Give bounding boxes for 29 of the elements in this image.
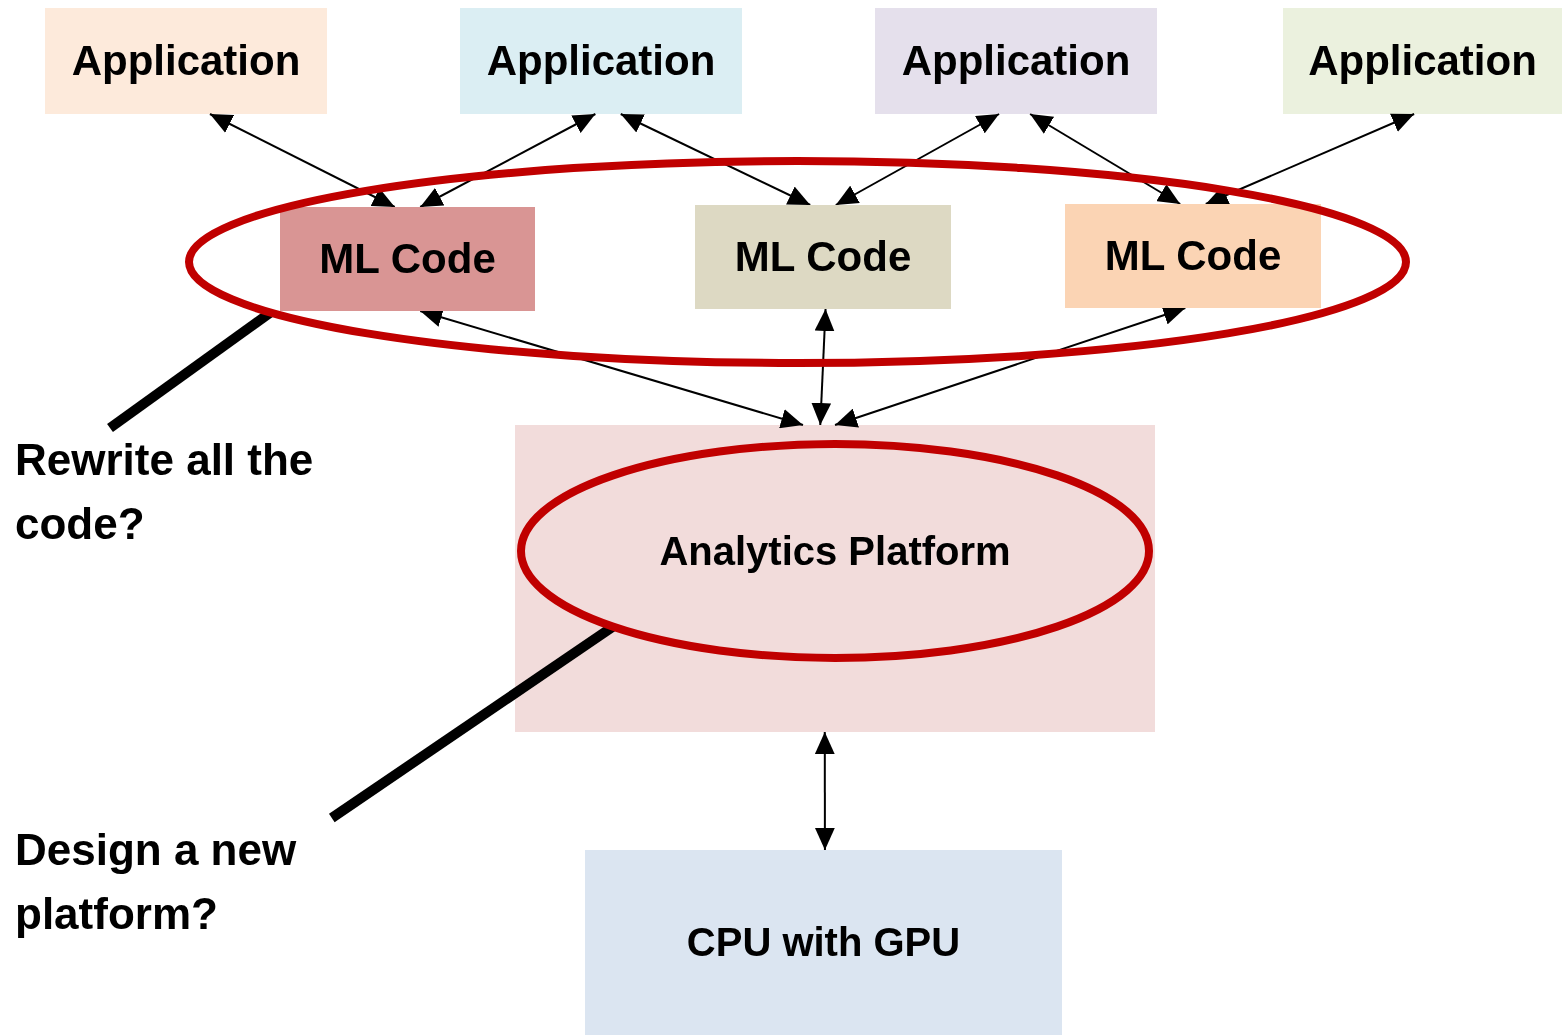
box-label: CPU with GPU (686, 920, 961, 965)
code-box (695, 205, 951, 309)
double-arrow (1029, 113, 1182, 205)
double-arrow (619, 113, 812, 206)
application-box (45, 8, 327, 114)
hardware-box (585, 850, 1062, 1035)
code-box (1065, 204, 1321, 308)
box-label: Application (71, 37, 301, 85)
question-text: Design a new platform? (15, 818, 375, 938)
double-arrow (834, 113, 1001, 206)
box-label: ML Code (734, 233, 912, 281)
double-arrow (1204, 113, 1416, 205)
code-box (280, 207, 535, 311)
box-label: Application (1308, 37, 1537, 85)
double-arrow (814, 731, 835, 851)
box-label: ML Code (319, 235, 496, 283)
double-arrow (208, 113, 396, 208)
box-label: Application (901, 37, 1131, 85)
box-label: ML Code (1104, 232, 1282, 280)
application-box (875, 8, 1157, 114)
double-arrow (834, 305, 1187, 428)
platform-label: Analytics Platform (659, 528, 1011, 574)
question-text: Rewrite all the code? (15, 428, 395, 548)
double-arrow (811, 308, 835, 426)
application-box (1283, 8, 1562, 114)
box-label: Application (486, 37, 716, 85)
double-arrow (419, 113, 597, 208)
platform-box (515, 425, 1155, 732)
application-box (460, 8, 742, 114)
